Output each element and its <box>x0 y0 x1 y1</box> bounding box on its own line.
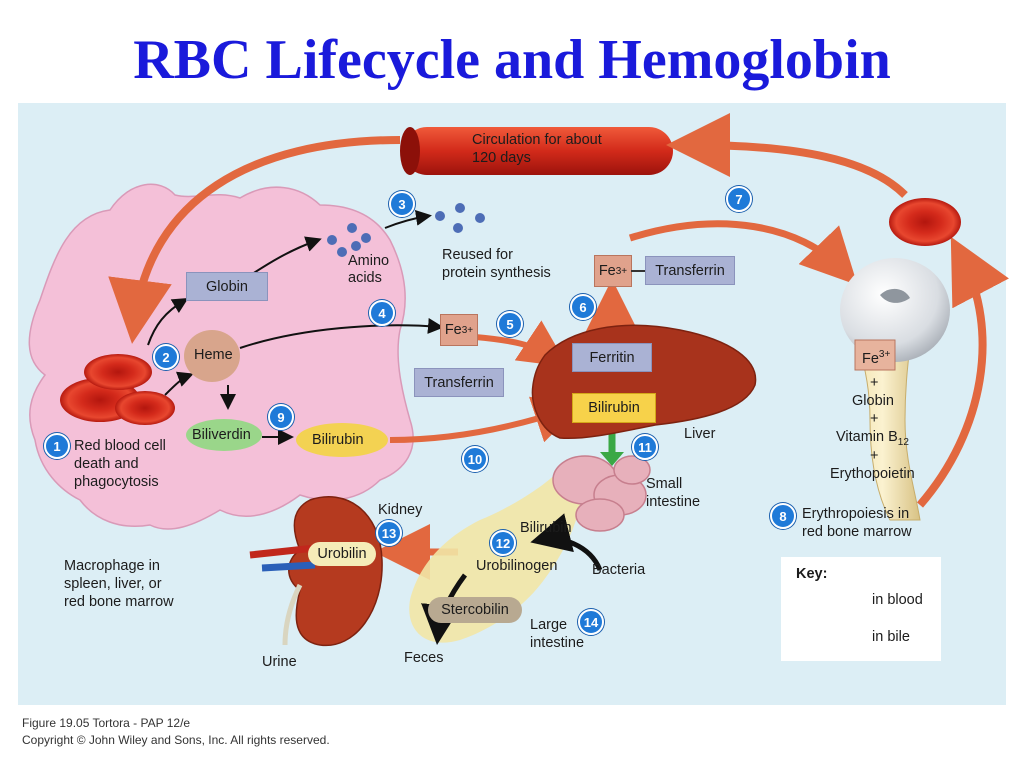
amino-label: Amino <box>348 253 390 269</box>
bone-head <box>840 258 950 362</box>
macrophage-line3: red bone marrow <box>64 594 174 610</box>
amino-acid-dots <box>327 203 485 257</box>
bilirubin-box-liver: Bilirubin <box>572 393 656 423</box>
globin-marrow-label: Globin <box>852 393 894 409</box>
small-intestine-line1: Small <box>646 476 683 492</box>
fe-symbol: Fe <box>598 263 616 279</box>
transferrin-box-upper: Transferrin <box>645 256 735 285</box>
bacteria-label: Bacteria <box>592 562 646 578</box>
key-blood-label: in blood <box>872 592 923 608</box>
macrophage-line2: spleen, liver, or <box>64 576 162 592</box>
small-intestine <box>552 455 651 532</box>
plus-sign-3: + <box>870 448 879 464</box>
step-badge-10: 10 <box>462 446 488 472</box>
step-badge-12: 12 <box>490 530 516 556</box>
plus-sign-1: + <box>870 375 879 391</box>
reused-label-line1: Reused for <box>442 247 513 263</box>
heme-label: Heme <box>194 347 233 363</box>
step-badge-9: 9 <box>268 404 294 430</box>
step-badge-13: 13 <box>376 520 402 546</box>
reused-label-line2: protein synthesis <box>442 265 551 281</box>
bone-shaft <box>844 319 921 521</box>
acids-label: acids <box>348 270 382 286</box>
step-badge-3: 3 <box>389 191 415 217</box>
large-intestine-line1: Large <box>530 617 568 633</box>
step-badge-1: 1 <box>44 433 70 459</box>
fe-symbol: Fe <box>862 350 879 367</box>
circulation-label-line1: Circulation for about <box>472 132 602 148</box>
step-badge-11: 11 <box>632 434 658 460</box>
rbc-death-line3: phagocytosis <box>74 474 159 490</box>
key-box <box>781 557 941 661</box>
erythropoiesis-line2: red bone marrow <box>802 524 912 540</box>
kidney <box>288 496 383 647</box>
fe-charge: 3+ <box>461 324 474 336</box>
vitamin-subscript: 12 <box>897 436 909 448</box>
vitamin-text: Vitamin B <box>836 429 898 445</box>
page-title: RBC Lifecycle and Hemoglobin <box>133 29 891 91</box>
step-badge-7: 7 <box>726 186 752 212</box>
urobilin-pill: Urobilin <box>308 542 376 566</box>
copyright: Copyright © John Wiley and Sons, Inc. Al… <box>22 733 330 747</box>
step-badge-5: 5 <box>497 311 523 337</box>
vitamin-label: Vitamin B12 <box>836 429 909 451</box>
step-badge-8: 8 <box>770 503 796 529</box>
erythropoietin-label: Erythopoietin <box>830 466 915 482</box>
stercobilin-pill: Stercobilin <box>428 597 522 623</box>
red-blood-cell <box>889 198 961 246</box>
large-intestine-line2: intestine <box>530 635 585 651</box>
plus-sign-2: + <box>870 411 879 427</box>
figure-credit: Figure 19.05 Tortora - PAP 12/e <box>22 716 191 730</box>
fe-charge: 3+ <box>878 349 891 360</box>
urobilinogen-label: Urobilinogen <box>476 558 558 574</box>
step-badge-14: 14 <box>578 609 604 635</box>
step-badge-2: 2 <box>153 344 179 370</box>
liver-label: Liver <box>684 426 716 442</box>
red-blood-cells-cluster <box>60 354 175 425</box>
bilirubin-label-intestine: Bilirubin <box>520 520 572 536</box>
urine-label: Urine <box>262 654 297 670</box>
circulation-label-line2: 120 days <box>472 150 531 166</box>
fe-marrow: Fe3+ <box>862 346 890 368</box>
erythropoiesis-line1: Erythropoiesis in <box>802 506 910 522</box>
key-bile-label: in bile <box>872 629 910 645</box>
small-intestine-line2: intestine <box>646 494 701 510</box>
globin-box: Globin <box>186 272 268 301</box>
bilirubin-label-macrophage: Bilirubin <box>312 432 364 448</box>
kidney-label: Kidney <box>378 502 423 518</box>
fe-charge: 3+ <box>615 265 628 277</box>
rbc-death-line2: death and <box>74 456 139 472</box>
key-title: Key: <box>796 566 828 582</box>
transferrin-box-lower: Transferrin <box>414 368 504 397</box>
fe-symbol: Fe <box>444 322 462 338</box>
rbc-death-line1: Red blood cell <box>74 438 166 454</box>
fe-link-line <box>631 270 645 272</box>
ferritin-box: Ferritin <box>572 343 652 372</box>
step-badge-4: 4 <box>369 300 395 326</box>
blood-vessel <box>403 127 673 175</box>
macrophage-line1: Macrophage in <box>64 558 160 574</box>
feces-label: Feces <box>404 650 444 666</box>
step-badge-6: 6 <box>570 294 596 320</box>
biliverdin-label: Biliverdin <box>192 427 251 443</box>
